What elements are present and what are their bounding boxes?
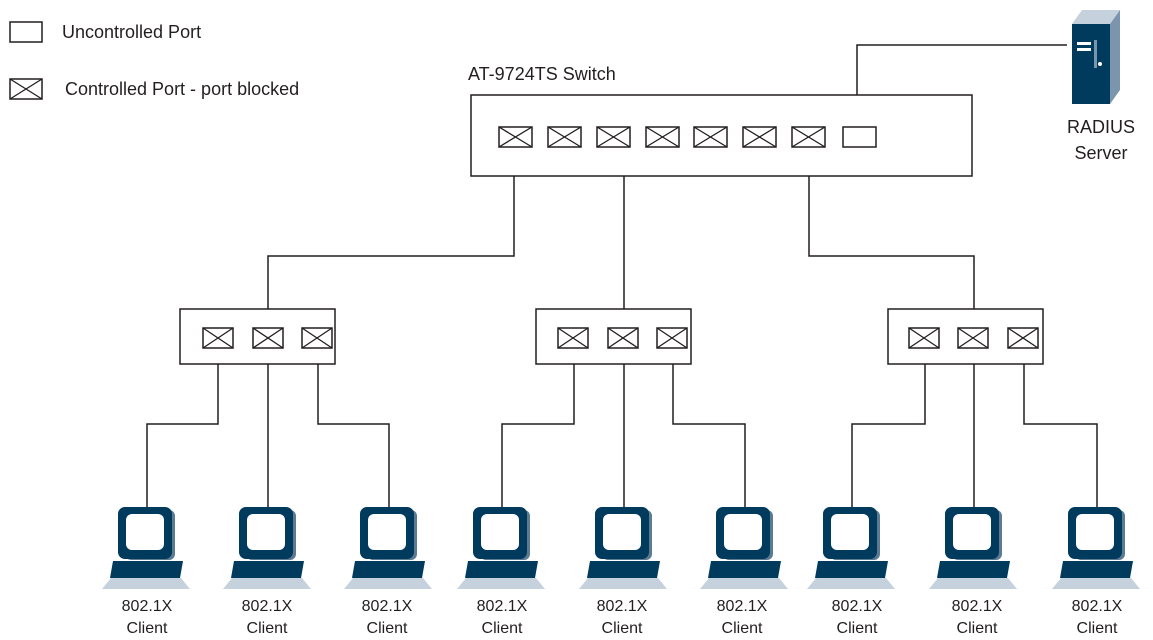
client-icons <box>102 507 1140 589</box>
controlled-port-icon <box>742 126 777 148</box>
client-label: 802.1X Client <box>932 596 1022 640</box>
controlled-port-icon <box>791 126 826 148</box>
connection-line <box>267 176 515 309</box>
connection-line <box>1023 364 1098 507</box>
sub-switches <box>179 308 1044 365</box>
controlled-port-icon <box>547 126 582 148</box>
client-label: 802.1X Client <box>697 596 787 640</box>
radius-server-label-line2: Server <box>1074 143 1128 163</box>
controlled-port-icon <box>202 327 234 349</box>
controlled-port-icon <box>498 126 533 148</box>
client-label-line1: 802.1X <box>121 598 173 615</box>
main-switch-label: AT-9724TS Switch <box>468 64 616 84</box>
connection-line <box>146 364 219 507</box>
radius-server-label: RADIUS Server <box>1056 114 1146 166</box>
sub-switch <box>887 308 1044 365</box>
connection-line <box>672 364 746 507</box>
client-label-line2: Client <box>956 620 998 637</box>
client-label: 802.1X Client <box>1052 596 1142 640</box>
client-label-line2: Client <box>721 620 763 637</box>
client-label: 802.1X Client <box>222 596 312 640</box>
computer-icon <box>579 507 667 589</box>
controlled-port-icon <box>252 327 284 349</box>
computer-icon <box>700 507 788 589</box>
connection-line <box>501 364 575 507</box>
uncontrolled-port-icon <box>842 126 877 148</box>
connection-line <box>808 176 975 309</box>
computer-icon <box>807 507 895 589</box>
controlled-port-icon <box>957 327 989 349</box>
client-label: 802.1X Client <box>812 596 902 640</box>
controlled-port-icon <box>656 327 688 349</box>
client-label-line1: 802.1X <box>716 598 768 615</box>
client-label-line1: 802.1X <box>476 598 528 615</box>
computer-icon <box>1052 507 1140 589</box>
computer-icon <box>223 507 311 589</box>
client-label-line2: Client <box>126 620 168 637</box>
client-label: 802.1X Client <box>102 596 192 640</box>
client-label-line2: Client <box>836 620 878 637</box>
computer-icon <box>102 507 190 589</box>
computer-icon <box>457 507 545 589</box>
client-label-line2: Client <box>1076 620 1118 637</box>
connection-line <box>856 44 1067 95</box>
controlled-port-icon <box>1007 327 1039 349</box>
client-label-line2: Client <box>601 620 643 637</box>
client-label-line1: 802.1X <box>241 598 293 615</box>
client-label-line1: 802.1X <box>1071 598 1123 615</box>
controlled-port-icon <box>9 78 43 100</box>
controlled-port-icon <box>645 126 680 148</box>
client-label: 802.1X Client <box>577 596 667 640</box>
controlled-port-icon <box>607 327 639 349</box>
controlled-port-icon <box>557 327 589 349</box>
client-label-line1: 802.1X <box>361 598 413 615</box>
controlled-port-icon <box>908 327 940 349</box>
connection-lines <box>146 44 1098 507</box>
connection-line <box>317 364 390 507</box>
computer-icon <box>344 507 432 589</box>
client-label-line1: 802.1X <box>951 598 1003 615</box>
client-label-line1: 802.1X <box>596 598 648 615</box>
client-label-line2: Client <box>366 620 408 637</box>
connection-line <box>851 364 926 507</box>
main-switch <box>470 94 973 177</box>
controlled-port-icon <box>693 126 728 148</box>
radius-server-icon <box>1072 10 1120 104</box>
controlled-port-icon <box>596 126 631 148</box>
client-label-line1: 802.1X <box>831 598 883 615</box>
uncontrolled-port-icon <box>9 21 43 43</box>
legend-controlled-label: Controlled Port - port blocked <box>65 79 300 99</box>
client-label-line2: Client <box>481 620 523 637</box>
sub-switch <box>179 308 336 365</box>
controlled-port-icon <box>301 327 333 349</box>
legend-icons <box>9 21 43 100</box>
radius-server-label-line1: RADIUS <box>1066 117 1135 137</box>
computer-icon <box>929 507 1017 589</box>
client-label: 802.1X Client <box>342 596 432 640</box>
client-label-line2: Client <box>246 620 288 637</box>
sub-switch <box>535 308 692 365</box>
client-label: 802.1X Client <box>457 596 547 640</box>
legend-uncontrolled-label: Uncontrolled Port <box>62 22 202 42</box>
